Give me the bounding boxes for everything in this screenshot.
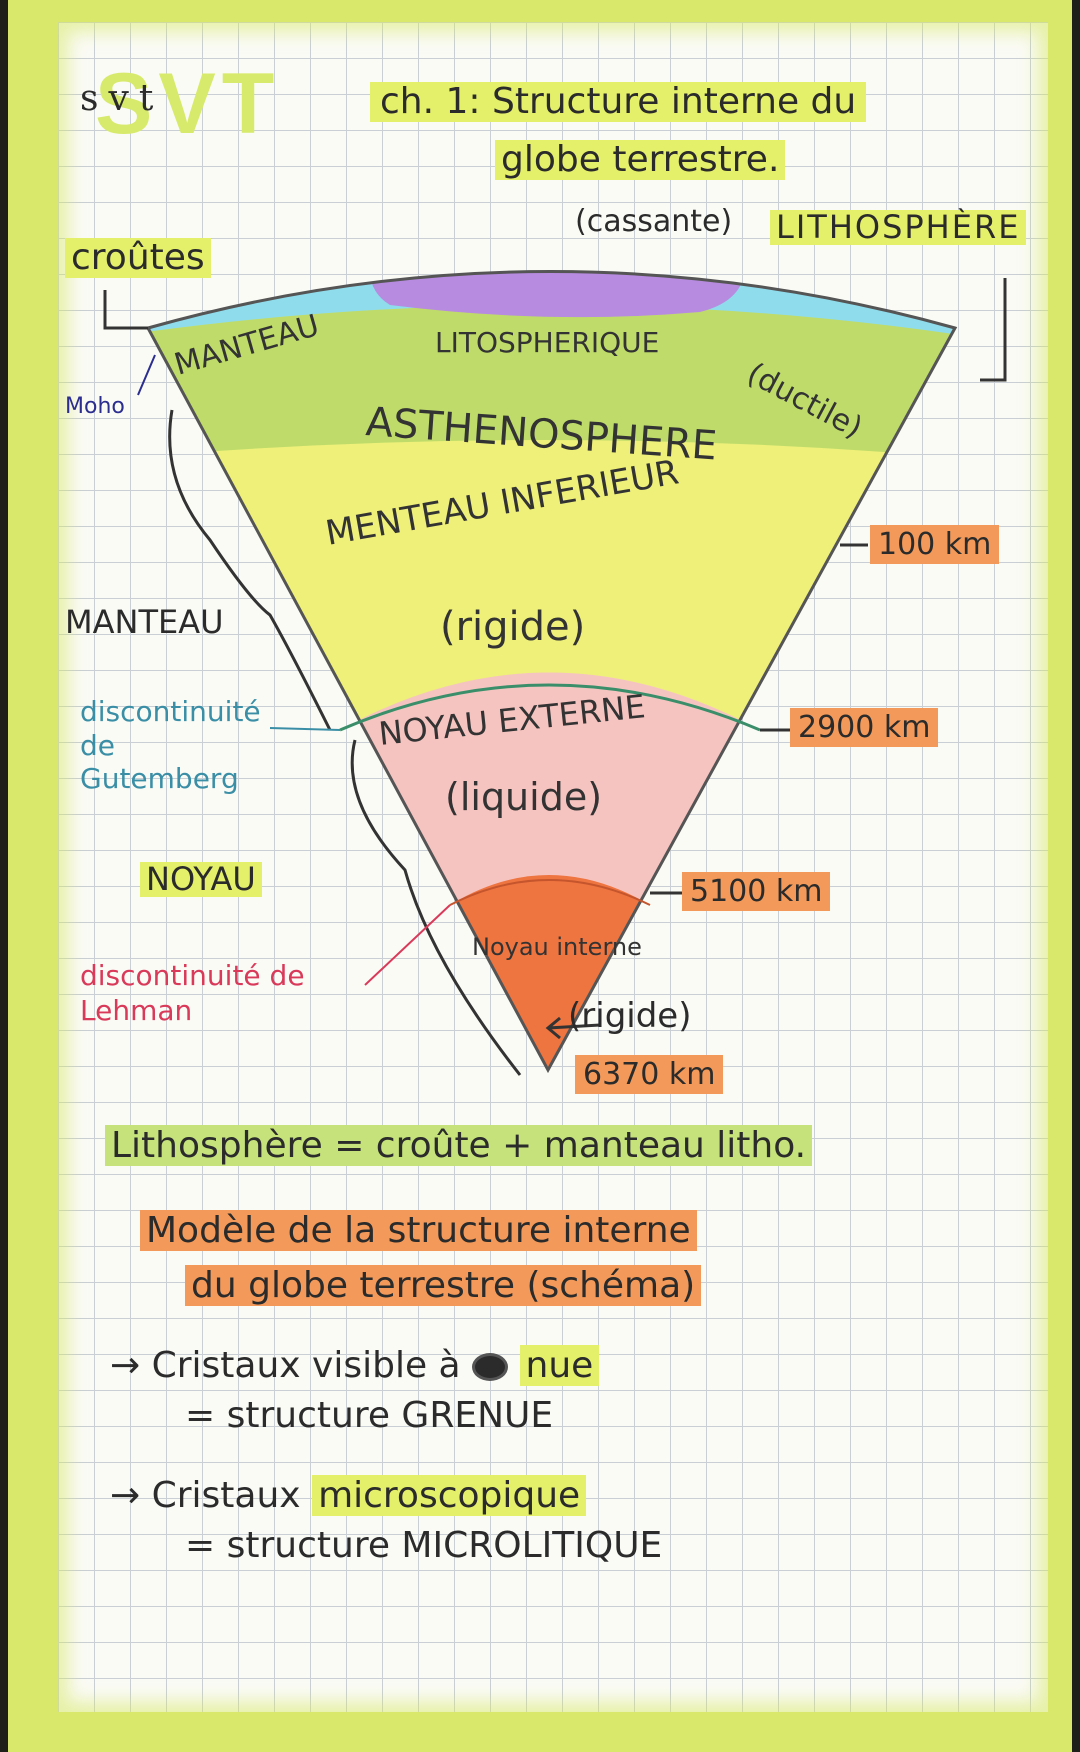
continental-crust-purple (369, 271, 746, 318)
chapter-title-line1: ch. 1: Structure interne du (370, 82, 867, 122)
svt-watermark: SVT (95, 56, 281, 152)
label-litospherique: LITOSPHERIQUE (435, 326, 659, 359)
cristaux-visible-line1: → Cristaux visible à nue (110, 1345, 600, 1386)
cristaux-visible-text-b: nue (519, 1345, 600, 1386)
label-cassante: (cassante) (575, 204, 733, 239)
rigide-core-arrow (545, 1016, 601, 1040)
lithosphere-definition: Lithosphère = croûte + manteau litho. (105, 1125, 813, 1166)
label-noyau-interne: Noyau interne (472, 933, 642, 961)
depth-2900-label: 2900 km (790, 708, 939, 747)
inner-core-layer (450, 875, 650, 1070)
depth-100-label: 100 km (870, 525, 1000, 564)
cristaux-micro-text-b: microscopique (312, 1475, 587, 1516)
cristaux-micro-line1: → Cristaux microscopique (110, 1475, 587, 1516)
label-gutenberg: discontinuité de Gutemberg (80, 695, 261, 796)
moho-arrow (137, 354, 156, 396)
label-croutes: croûtes (65, 238, 211, 278)
model-title-line2-text: du globe terrestre (schéma) (185, 1265, 702, 1306)
wedge-outline (145, 270, 958, 1074)
cristaux-micro-text-a: → Cristaux (110, 1475, 301, 1516)
gutenberg-leader (269, 727, 341, 731)
label-rigide-core: (rigide) (568, 996, 692, 1036)
label-noyau-left: NOYAU (140, 861, 262, 898)
label-lehman: discontinuité de Lehman (80, 959, 305, 1027)
depth-5100-label: 5100 km (682, 872, 831, 911)
structure-grenue-text: = structure GRENUE (185, 1395, 554, 1436)
model-title-line2: du globe terrestre (schéma) (185, 1265, 702, 1306)
cristaux-micro-line2: = structure MICROLITIQUE (185, 1525, 662, 1566)
chapter-title-line2: globe terrestre. (495, 140, 786, 180)
lehman-boundary (449, 879, 651, 906)
subject-label: svt (80, 78, 164, 119)
lithosphere-bracket (980, 278, 1007, 382)
label-manteau-left: MANTEAU (65, 603, 224, 641)
label-lithosphere: LITHOSPHÈRE (770, 209, 1027, 246)
lithosphere-definition-text: Lithosphère = croûte + manteau litho. (105, 1125, 813, 1166)
depth-6370-label: 6370 km (575, 1055, 724, 1094)
cristaux-visible-line2: = structure GRENUE (185, 1395, 553, 1436)
eye-icon (472, 1353, 509, 1381)
mantle-brace (168, 409, 332, 731)
core-brace (350, 739, 522, 1076)
model-title-line1: Modèle de la structure interne (140, 1210, 697, 1251)
label-rigide-mantle: (rigide) (440, 604, 585, 650)
outer-core-layer (340, 672, 760, 1070)
model-title-line1-text: Modèle de la structure interne (140, 1210, 697, 1251)
structure-microlitique-text: = structure MICROLITIQUE (185, 1525, 663, 1566)
cristaux-visible-text-a: → Cristaux visible à (110, 1345, 461, 1386)
lehman-leader (364, 904, 451, 986)
croutes-arrow (103, 290, 148, 330)
gutenberg-boundary (339, 683, 761, 732)
label-moho: Moho (65, 394, 125, 419)
asthenosphere-layer (148, 271, 955, 470)
label-liquide: (liquide) (445, 775, 602, 819)
